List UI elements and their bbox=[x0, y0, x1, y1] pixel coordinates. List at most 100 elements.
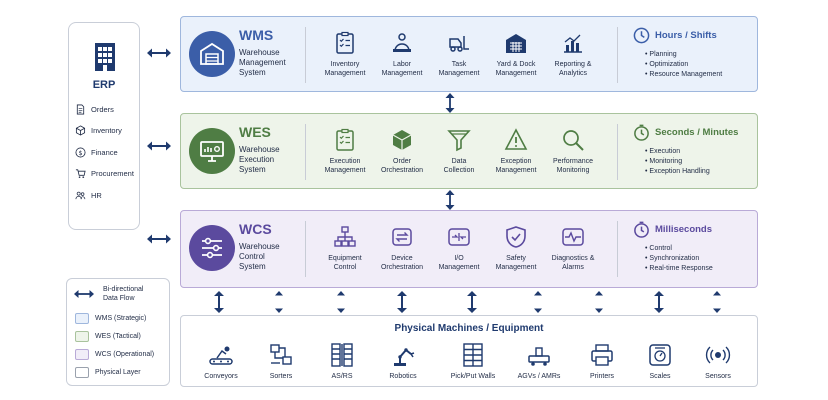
desc-line: Control bbox=[239, 252, 265, 261]
machine-link-arrow bbox=[595, 291, 603, 313]
worker-icon bbox=[393, 33, 411, 52]
module-label: Management bbox=[438, 70, 480, 77]
cart-icon bbox=[75, 169, 86, 178]
module-label: Control bbox=[333, 264, 357, 271]
sorter-icon bbox=[270, 344, 292, 365]
erp-wms-arrow bbox=[147, 48, 171, 58]
funnel-icon bbox=[447, 130, 471, 152]
divider bbox=[305, 124, 306, 180]
module-label: Device bbox=[391, 255, 413, 262]
grid-wall-icon bbox=[463, 343, 483, 367]
module-label: Management bbox=[495, 264, 537, 271]
wms-wes-arrow bbox=[445, 93, 455, 113]
timescale-item: Synchronization bbox=[645, 254, 753, 264]
forklift-icon bbox=[449, 36, 469, 52]
machine-label: Sorters bbox=[269, 373, 293, 380]
machine-label: Sensors bbox=[705, 373, 731, 380]
document-icon bbox=[76, 104, 85, 115]
legend-label: WES (Tactical) bbox=[95, 333, 141, 340]
machine-agvs-amrs: AGVs / AMRs bbox=[509, 342, 569, 380]
legend-item-physical: Physical Layer bbox=[75, 367, 141, 378]
machine-link-arrow bbox=[337, 291, 345, 313]
desc-line: Warehouse bbox=[239, 242, 280, 251]
sensor-icon bbox=[705, 346, 731, 364]
legend-item-wes: WES (Tactical) bbox=[75, 331, 141, 342]
module-label: Management bbox=[495, 70, 537, 77]
stopwatch-icon bbox=[634, 221, 649, 238]
machine-sorters: Sorters bbox=[251, 342, 311, 380]
legend-swatch bbox=[75, 313, 89, 324]
legend-item-wcs: WCS (Operational) bbox=[75, 349, 154, 360]
timescale-item: Real-time Response bbox=[645, 264, 753, 274]
machine-label: Conveyors bbox=[204, 373, 238, 380]
timescale-item: Planning bbox=[645, 50, 753, 60]
wes-name: WES bbox=[239, 124, 271, 140]
erp-item-label: Procurement bbox=[91, 169, 134, 178]
erp-item-inventory: Inventory bbox=[75, 125, 122, 136]
module-label: Safety bbox=[506, 255, 526, 262]
legend: Bi-directional Data Flow WMS (Strategic)… bbox=[66, 278, 170, 386]
erp-wes-arrow bbox=[147, 141, 171, 151]
timescale-item: Exception Handling bbox=[645, 167, 753, 177]
machine-label: Pick/Put Walls bbox=[450, 373, 496, 380]
wes-badge bbox=[189, 128, 235, 174]
wcs-timescale: Milliseconds Control Synchronization Rea… bbox=[633, 221, 753, 274]
svg-text:$: $ bbox=[78, 149, 82, 157]
legend-flow-line: Bi-directional bbox=[103, 286, 144, 293]
module-diagnostics-alarms: Diagnostics &Alarms bbox=[541, 225, 605, 272]
erp-item-hr: HR bbox=[75, 190, 102, 201]
module-label: Equipment bbox=[328, 255, 362, 262]
printer-icon bbox=[591, 344, 613, 366]
machine-scales: Scales bbox=[630, 342, 690, 380]
physical-title: Physical Machines / Equipment bbox=[394, 323, 544, 334]
erp-title: ERP bbox=[92, 79, 116, 91]
machine-robotics: Robotics bbox=[373, 342, 433, 380]
legend-flow-line: Data Flow bbox=[103, 295, 135, 302]
desc-line: Management bbox=[239, 58, 286, 67]
wcs-badge bbox=[189, 225, 235, 271]
wms-layer: WMS Warehouse Management System Inventor… bbox=[180, 16, 758, 92]
divider bbox=[305, 27, 306, 83]
magnifier-icon bbox=[563, 130, 584, 151]
divider bbox=[617, 124, 618, 180]
machine-sensors: Sensors bbox=[688, 342, 748, 380]
machine-pick-put-walls: Pick/Put Walls bbox=[443, 342, 503, 380]
machine-label: Scales bbox=[649, 373, 671, 380]
hierarchy-icon bbox=[334, 226, 356, 247]
dock-icon bbox=[506, 34, 526, 53]
shield-check-icon bbox=[506, 226, 526, 248]
robot-arm-icon bbox=[394, 348, 415, 366]
machine-label: Printers bbox=[589, 373, 615, 380]
module-label: Management bbox=[381, 70, 423, 77]
physical-layer: Physical Machines / Equipment Conveyors … bbox=[180, 315, 758, 387]
clipboard-check-icon bbox=[336, 128, 354, 151]
module-label: Inventory bbox=[330, 61, 360, 68]
device-sync-icon bbox=[392, 228, 412, 246]
desc-line: Execution bbox=[239, 155, 275, 164]
conveyor-icon bbox=[209, 346, 233, 365]
machine-asrs: AS/RS bbox=[312, 342, 372, 380]
desc-line: System bbox=[239, 262, 266, 271]
bidirectional-arrow-icon bbox=[74, 290, 94, 298]
warehouse-icon bbox=[200, 42, 224, 65]
module-label: Performance bbox=[552, 158, 594, 165]
rack-icon bbox=[331, 343, 353, 367]
legend-swatch bbox=[75, 331, 89, 342]
machine-label: Robotics bbox=[389, 373, 417, 380]
timescale-item: Optimization bbox=[645, 60, 753, 70]
people-icon bbox=[75, 191, 86, 200]
timescale-title: Seconds / Minutes bbox=[655, 127, 739, 138]
erp-item-label: HR bbox=[91, 191, 102, 200]
wms-description: Warehouse Management System bbox=[239, 48, 286, 78]
machine-link-arrow bbox=[467, 291, 477, 313]
agv-icon bbox=[528, 347, 550, 366]
stopwatch-icon bbox=[634, 124, 649, 141]
wms-badge bbox=[189, 31, 235, 77]
